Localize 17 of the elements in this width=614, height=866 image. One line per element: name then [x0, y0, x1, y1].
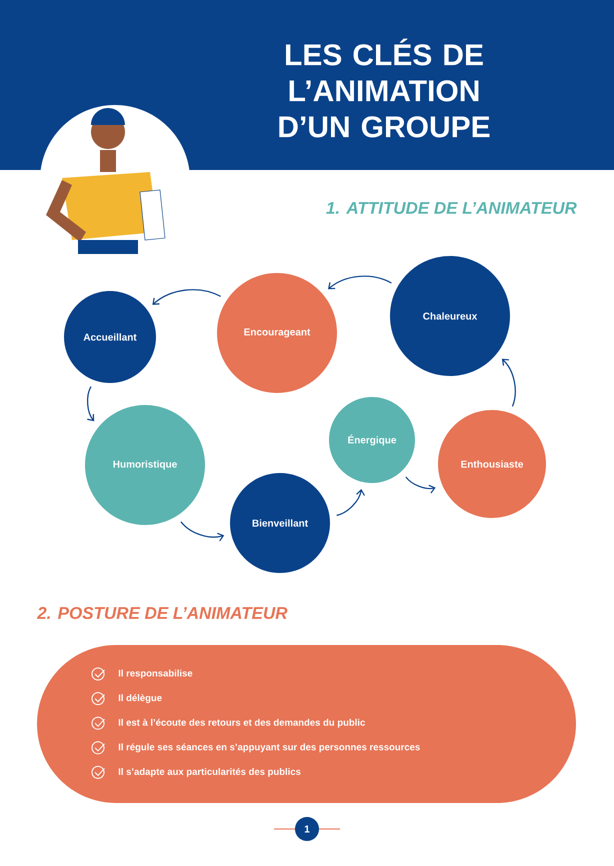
arrow [405, 476, 436, 494]
arrow [86, 386, 94, 422]
arrow [336, 489, 365, 516]
arrow [152, 289, 221, 305]
list-item: Il responsabilise [118, 670, 192, 678]
list-item: Il régule ses séances en s’appuyant sur des personnes ressources [118, 743, 420, 752]
arrow [328, 276, 392, 290]
section-heading: 2. POSTURE DE L’ANIMATEUR [36, 606, 288, 620]
section-heading: 1. ATTITUDE DE L’ANIMATEUR [326, 202, 577, 214]
list-item: Il délègue [118, 694, 162, 704]
arrow [502, 358, 516, 407]
list-item: Il est à l’écoute des retours et des demandes du public [118, 718, 365, 728]
page-number: 1 [295, 817, 319, 841]
list-item: Il s’adapte aux particularités des publics [118, 768, 300, 777]
title: LES CLÉS DE L’ANIMATION D’UN GROUPE [279, 38, 490, 138]
list-panel [37, 645, 576, 803]
arrow [180, 521, 224, 542]
